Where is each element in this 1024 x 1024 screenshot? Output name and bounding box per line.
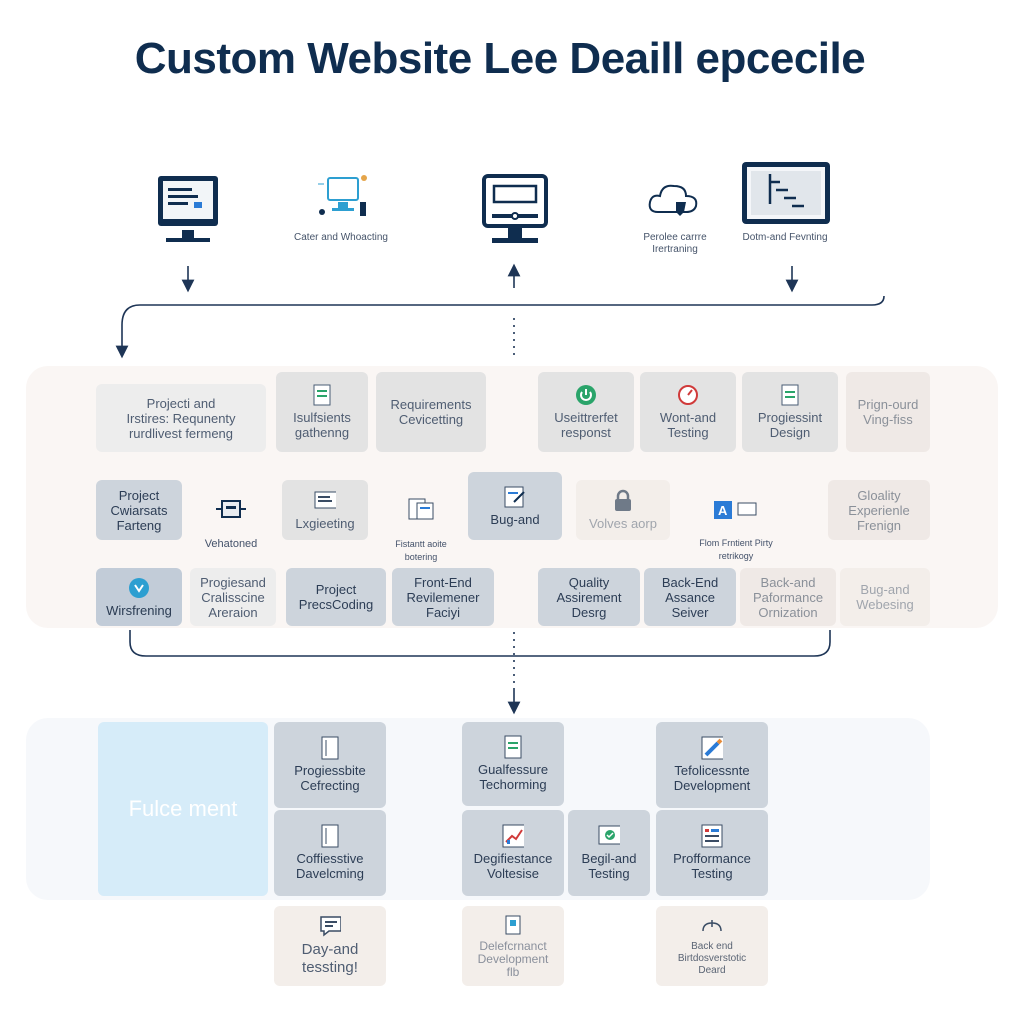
step-label: Lxgieeting xyxy=(295,515,355,531)
step-box: Coffiesstive Davelcming xyxy=(274,810,386,896)
step-box: Gualfessure Techorming xyxy=(462,722,564,806)
step-label: Day-and tessting! xyxy=(301,941,359,976)
step-box: Degifiestance Voltesise xyxy=(462,810,564,896)
step-box: Requirements Cevicetting xyxy=(376,372,486,452)
step-box: Back-End Assance Seiver xyxy=(644,568,736,626)
files-icon xyxy=(384,497,458,521)
font-icon: A xyxy=(686,499,786,521)
step-box: Wirsfrening xyxy=(96,568,182,626)
step-label: Requirements Cevicetting xyxy=(390,397,472,427)
step-box: Bug-and Webesing xyxy=(840,568,930,626)
step-box: Front-End Revilemener Faciyi xyxy=(392,568,494,626)
step-label: Wirsfrening xyxy=(106,602,172,618)
step-box: Gloality Experienle Frenign xyxy=(828,480,930,540)
monitor-icon xyxy=(156,174,222,255)
step-box: Progiessbite Cefrecting xyxy=(274,722,386,808)
monitor-icon xyxy=(482,174,548,255)
monitor-caption: Dotm-and Fevnting xyxy=(742,232,828,243)
step-label: Project Cwiarsats Farteng xyxy=(110,487,168,533)
step-box: Bug-and xyxy=(468,472,562,540)
step-label: Gualfessure Techorming xyxy=(477,762,549,792)
step-label: Gloality Experienle Frenign xyxy=(848,487,910,533)
design-pc-icon xyxy=(316,172,372,229)
step-label: Volves aorp xyxy=(589,515,657,531)
step-box: Back-and Paformance Ornization xyxy=(740,568,836,626)
step-label: Tefolicessnte Development xyxy=(673,763,751,793)
lock-icon xyxy=(612,489,634,512)
step-box: Useittrerfet responst xyxy=(538,372,634,452)
step-label: Flom Frntient Pirty retrikogy xyxy=(699,538,773,561)
step-label: Back-and Paformance Ornization xyxy=(752,574,824,620)
step-box: Profformance Testing xyxy=(656,810,768,896)
feature-label: Fulce ment xyxy=(128,796,238,821)
step-label: Back end Birtdosverstotic Deard xyxy=(677,941,747,976)
power-icon xyxy=(575,384,597,406)
chat-icon xyxy=(319,915,341,937)
chart-icon xyxy=(502,824,524,848)
step-box: Volves aorp xyxy=(576,480,670,540)
step-box: Project PrecsCoding xyxy=(286,568,386,626)
step-label: Delefcrnanct Development flb xyxy=(477,938,549,979)
step-label: Front-End Revilemener Faciyi xyxy=(406,574,480,620)
cloud-icon xyxy=(646,178,702,227)
page-title: Custom Website Lee Deaill epcecile xyxy=(134,34,866,83)
step-box: Prign-ourd Ving-fiss xyxy=(846,372,930,452)
feature-box: Fulce ment xyxy=(98,722,268,896)
step-label: Profformance Testing xyxy=(673,851,751,881)
sheet-icon xyxy=(701,824,723,848)
step-box: Tefolicessnte Development xyxy=(656,722,768,808)
step-label: Projecti and Irstires: Requnenty rurdliv… xyxy=(126,395,236,441)
step-box: Begil-and Testing xyxy=(568,810,650,896)
step-label: Useittrerfet responst xyxy=(554,410,618,440)
step-label: Back-End Assance Seiver xyxy=(661,574,719,620)
tool-icon xyxy=(502,914,524,936)
step-label: Bug-and xyxy=(490,511,540,527)
document-icon xyxy=(502,735,524,759)
step-box: Day-and tessting! xyxy=(274,906,386,986)
step-box: Quality Assirement Desrg xyxy=(538,568,640,626)
monitor-icon xyxy=(740,160,832,233)
step-label: Progiessint Design xyxy=(757,410,823,440)
pen-icon xyxy=(701,736,723,760)
pin-icon xyxy=(701,915,723,937)
step-item: Fistantt aoite botering xyxy=(384,484,458,564)
step-label: Fistantt aoite botering xyxy=(395,539,447,562)
step-box: Back end Birtdosverstotic Deard xyxy=(656,906,768,986)
step-box: Progiessint Design xyxy=(742,372,838,452)
step-box: Projecti and Irstires: Requnenty rurdliv… xyxy=(96,384,266,452)
page-icon xyxy=(319,824,341,848)
step-box: Wont-and Testing xyxy=(640,372,736,452)
step-label: Wont-and Testing xyxy=(659,410,717,440)
step-box: Delefcrnanct Development flb xyxy=(462,906,564,986)
step-label: Quality Assirement Desrg xyxy=(556,574,622,620)
step-label: Bug-and Webesing xyxy=(856,582,914,612)
step-label: Progiesand Cralisscine Areraion xyxy=(200,574,266,620)
shield-icon xyxy=(128,577,150,599)
svg-text:A: A xyxy=(718,503,728,518)
step-item: Vehatoned xyxy=(196,484,266,551)
step-item: A Flom Frntient Pirty retrikogy xyxy=(686,486,786,563)
step-label: Vehatoned xyxy=(204,538,258,550)
page-icon xyxy=(319,736,341,760)
step-label: Progiessbite Cefrecting xyxy=(294,763,366,793)
step-box: Progiesand Cralisscine Areraion xyxy=(190,568,276,626)
screen-icon xyxy=(314,490,336,512)
screen-check-icon xyxy=(598,825,620,847)
document-icon xyxy=(779,384,801,406)
step-label: Prign-ourd Ving-fiss xyxy=(857,397,919,427)
step-label: Degifiestance Voltesise xyxy=(473,851,553,881)
step-label: Isulfsients gathenng xyxy=(293,410,351,440)
step-label: Begil-and Testing xyxy=(581,851,637,881)
gauge-icon xyxy=(677,384,699,406)
step-box: Lxgieeting xyxy=(282,480,368,540)
cloud-caption: Perolee carrre Irertraning xyxy=(643,232,707,255)
step-label: Project PrecsCoding xyxy=(298,582,374,612)
step-label: Coffiesstive Davelcming xyxy=(296,851,364,881)
step-box: Project Cwiarsats Farteng xyxy=(96,480,182,540)
document-icon xyxy=(311,384,333,406)
step-box: Isulfsients gathenng xyxy=(276,372,368,452)
robot-icon xyxy=(196,497,266,521)
design-caption: Cater and Whoacting xyxy=(294,232,388,243)
doc-edit-icon xyxy=(504,486,526,508)
